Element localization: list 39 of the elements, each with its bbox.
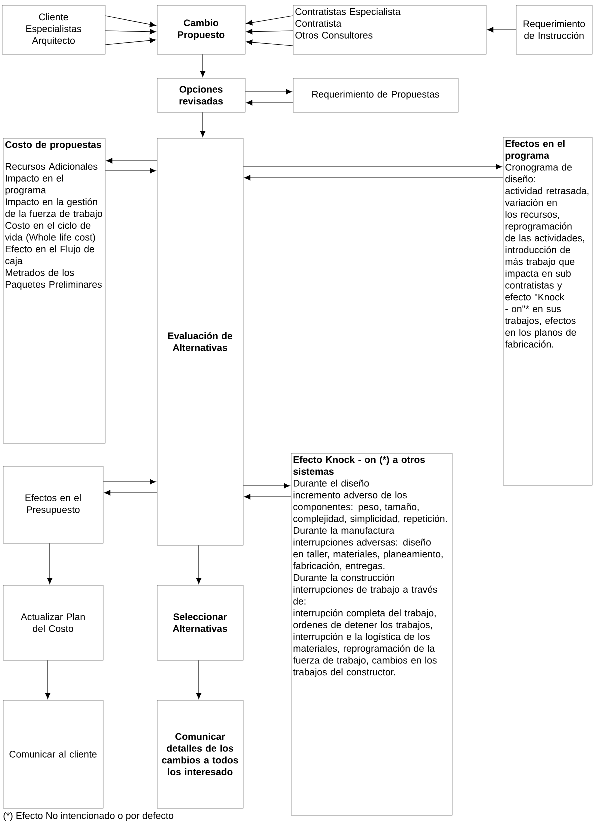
process-box: Seleccionar Alternativas [157,585,244,661]
arrow [45,660,51,700]
source-box: Contratistas Especialista Contratista Otros Consultores [293,5,487,55]
footnote: (*) Efecto No intencionado o por defecto [4,812,174,822]
arrow [105,168,156,174]
process-box: Comunicar detalles de los cambios a todos los interesado [157,700,244,809]
process-box: Actualizar Plan del Costo [3,585,104,661]
arrow [105,38,156,46]
arrow [487,27,516,33]
arrow [245,89,292,95]
arrow [105,29,156,35]
arrow [200,112,206,138]
process-box: Efectos en el Presupuesto [3,466,104,544]
process-box: Requerimiento de Propuestas [293,78,459,113]
arrow [243,164,502,170]
note-box: Costo de propuestas Recursos Adicionales Impacto en el programa Impacto en la gestión de la fuerza de trabajo Costo en el ciclo de vida (Whole life cost) Efecto en el Flujo de caja Metrados de los Paquetes Preliminares [3,138,106,444]
arrow [196,660,202,700]
arrow [246,16,294,26]
arrow [47,543,53,584]
process-box: Evaluación de Alternativas [157,138,244,546]
source-box: Cliente Especialistas Arquitecto [2,5,106,55]
arrow [106,158,158,164]
arrow [246,100,294,106]
arrow [246,29,294,35]
process-box: Comunicar al cliente [3,700,104,809]
arrow [244,494,292,500]
arrow [244,175,504,181]
process-box: Requerimiento de Instrucción [516,5,593,55]
process-box: Opciones revisadas [157,78,246,113]
arrow [243,483,290,489]
arrow [103,479,156,485]
arrow [246,40,294,46]
note-box: Efecto Knock - on (*) a otros sistemas Durante el diseño incremento adverso de los componentes: peso, tamaño, complejidad, simplicidad, repetición. Durante la manufactura interrupciones adversas: diseño en taller, materiales, planeamiento, fabricación, entregas. Durante la construcción interrupciones de trabajo a través de: interrupción completa del trabajo, ordenes de detener los trabajos, interrupción e la logística de los materiales, reprogramación de la fuerza de trabajo, cambios en los trabajos del constructor. [291,453,453,816]
process-box: Cambio Propuesto [157,5,246,55]
arrow [104,490,158,496]
note-box: Efectos en el programa Cronograma de diseño: actividad retrasada, variación en los recursos, reprogramación de las actividades, introducción de más trabajo que impacta en sub contratistas y efecto "Knock - on"* en sus trabajos, efectos en los planos de fabricación. [503,137,593,486]
arrow [200,54,206,78]
arrow [196,545,202,584]
arrow [105,16,156,28]
